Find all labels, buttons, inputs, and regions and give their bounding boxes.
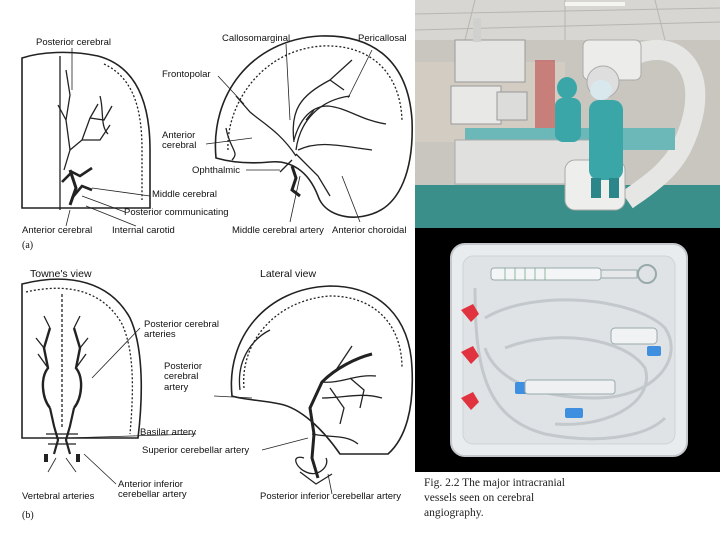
label-posterior-cerebral-artery-line3: artery	[164, 381, 189, 393]
diagram-a-drawing	[21, 35, 413, 227]
angiography-suite-photo	[415, 0, 720, 228]
red-stopcock-3	[461, 392, 479, 410]
caption-line-1: Fig. 2.2 The major intracranial	[424, 477, 565, 489]
label-anterior-inferior-line1: Anterior inferior	[118, 479, 183, 490]
label-posterior-cerebral-arteries-line2: arteries	[144, 329, 176, 341]
diagram-b-drawing	[21, 278, 414, 495]
label-frontopolar: Frontopolar	[162, 69, 211, 80]
label-superior-cerebellar-artery: Superior cerebellar artery	[142, 445, 250, 456]
label-anterior-cerebral-lateral-line2: cerebral	[162, 140, 197, 152]
label-posterior-communicating: Posterior communicating	[124, 207, 229, 218]
label-posterior-inferior-cerebellar-artery: Posterior inferior cerebellar artery	[260, 491, 401, 502]
diagram-a: Posterior cerebral Callosomarginal Peric…	[0, 0, 415, 258]
caption-line-3: angiography.	[424, 507, 484, 520]
label-basilar-artery: Basilar artery	[140, 427, 196, 438]
label-anterior-cerebral-lateral: Anterior cerebral	[162, 130, 197, 152]
label-posterior-cerebral-artery: Posterior cerebral artery	[164, 361, 203, 393]
label-vertebral-arteries: Vertebral arteries	[22, 491, 95, 502]
label-anterior-cerebral: Anterior cerebral	[22, 225, 93, 236]
label-pericallosal: Pericallosal	[358, 33, 407, 44]
label-internal-carotid: Internal carotid	[112, 225, 175, 236]
label-anterior-inferior-line2: cerebellar artery	[118, 489, 187, 501]
towne-skull-outline	[21, 278, 143, 439]
label-anterior-inferior-cerebellar-artery: Anterior inferior cerebellar artery	[118, 479, 187, 501]
lateral-skull-b-outline	[230, 285, 414, 455]
label-posterior-cerebral-arteries-line1: Posterior cerebral	[144, 319, 219, 330]
red-stopcock-2	[461, 346, 479, 364]
towne-view-title: Towne's view	[30, 268, 92, 280]
diagram-a-tag: (a)	[22, 240, 34, 251]
label-middle-cerebral-artery: Middle cerebral artery	[232, 225, 324, 236]
label-callosomarginal: Callosomarginal	[222, 33, 291, 44]
label-anterior-choroidal: Anterior choroidal	[332, 225, 407, 236]
lateral-view-title: Lateral view	[260, 268, 317, 280]
diagram-b: Towne's view Lateral view Posterior cere…	[0, 258, 415, 540]
label-anterior-cerebral-lateral-line1: Anterior	[162, 130, 196, 141]
label-middle-cerebral: Middle cerebral	[152, 189, 217, 200]
label-posterior-cerebral: Posterior cerebral	[36, 37, 111, 48]
diagram-b-tag: (b)	[22, 510, 34, 521]
frontal-skull-outline	[21, 51, 151, 209]
caption-line-2: vessels seen on cerebral	[424, 492, 535, 505]
lateral-skull-outline	[214, 35, 413, 218]
label-posterior-cerebral-arteries: Posterior cerebral arteries	[144, 319, 219, 341]
red-stopcock-1	[461, 304, 479, 322]
figure-caption: Fig. 2.2 The major intracranial vessels …	[424, 476, 624, 522]
label-ophthalmic: Ophthalmic	[192, 165, 241, 176]
label-posterior-cerebral-artery-line2: cerebral	[164, 371, 199, 383]
tubing-tray-photo	[415, 228, 720, 472]
label-posterior-cerebral-artery-line1: Posterior	[164, 361, 203, 372]
